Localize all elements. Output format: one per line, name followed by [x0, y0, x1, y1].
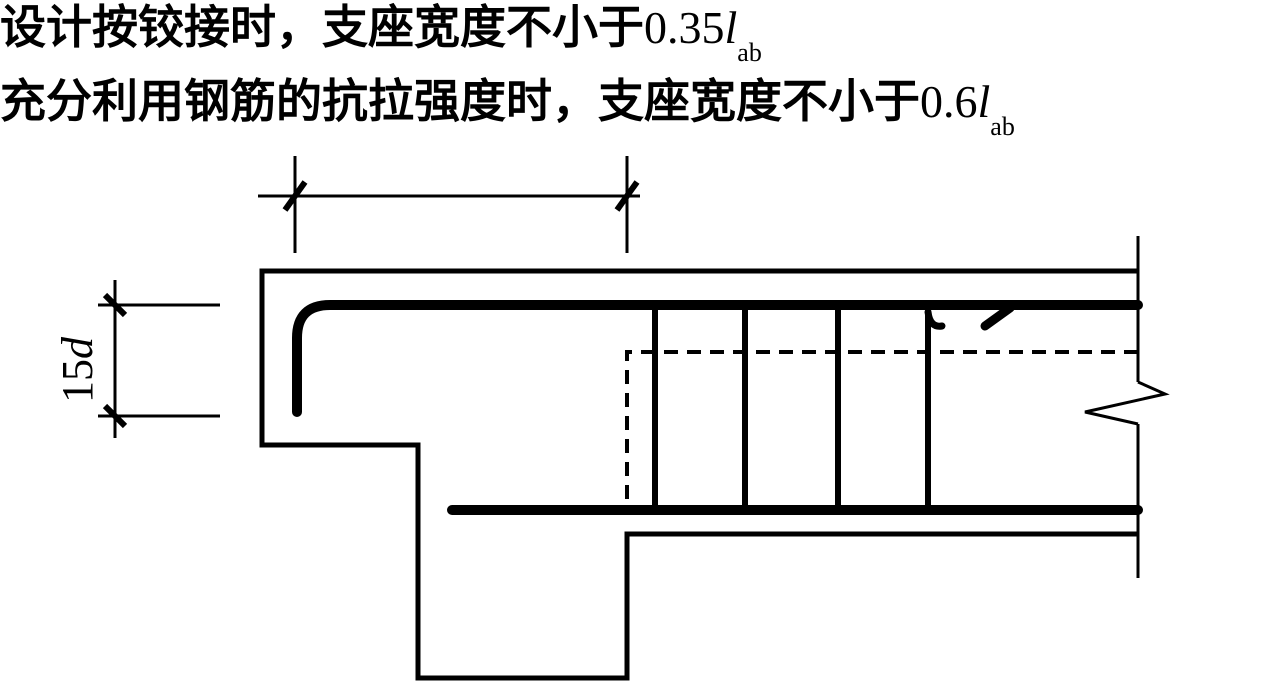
- caption-hinged-support: 设计按铰接时，支座宽度不小于0.35lab: [0, 2, 762, 78]
- dim-hook-length-label: 15d: [53, 336, 102, 403]
- dim-top-tick-left: [282, 180, 308, 212]
- dim-left-tick-bottom: [102, 403, 128, 429]
- break-zigzag: [1084, 380, 1170, 426]
- dim-hook-variable: d: [53, 336, 102, 359]
- caption-hinged-variable: l: [724, 2, 738, 53]
- caption-full-strength-coefficient: 0.6: [920, 76, 978, 127]
- caption-full-strength-subscript: ab: [990, 112, 1015, 141]
- dim-left-tick-top: [102, 292, 128, 318]
- dim-hook-number: 15: [53, 359, 102, 403]
- caption-hinged-text: 设计按铰接时，支座宽度不小于: [0, 0, 644, 54]
- caption-full-strength-support: 充分利用钢筋的抗拉强度时，支座宽度不小于0.6lab: [0, 76, 1015, 152]
- caption-hinged-subscript: ab: [737, 38, 762, 67]
- dim-top-tick-right: [614, 180, 640, 212]
- caption-full-strength-variable: l: [977, 76, 991, 127]
- stirrup-hook-2: [980, 303, 1015, 331]
- caption-full-strength-text: 充分利用钢筋的抗拉强度时，支座宽度不小于: [0, 74, 920, 128]
- concrete-outline: [259, 268, 1138, 681]
- top-rebar-with-hook: [292, 300, 1143, 417]
- caption-hinged-coefficient: 0.35: [644, 2, 725, 53]
- dashed-line: [625, 350, 1138, 510]
- stirrup-hook-1: [924, 308, 946, 330]
